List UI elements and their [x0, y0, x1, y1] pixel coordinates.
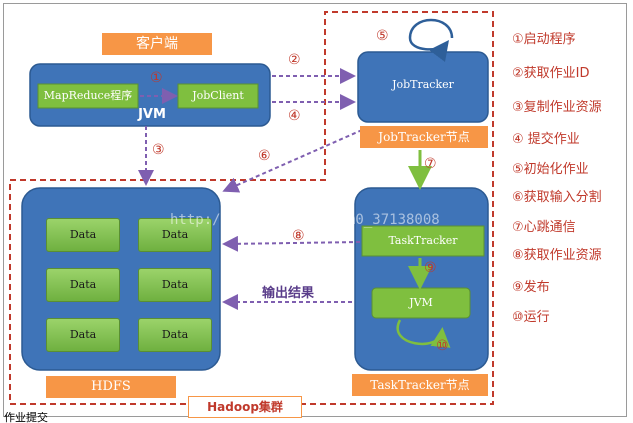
data-cell-1: Data: [46, 218, 120, 252]
legend-item-6: ⑥获取输入分割: [512, 190, 602, 205]
arrow-step6: [222, 129, 363, 193]
jobclient-label: JobClient: [192, 89, 244, 102]
marker-step7: ⑦: [424, 156, 437, 172]
data-cell-2: Data: [138, 218, 212, 252]
loop-step5: [408, 18, 454, 62]
tt-jvm-label: JVM: [409, 296, 433, 309]
marker-step8: ⑧: [292, 228, 305, 244]
output-label: 输出结果: [262, 286, 315, 301]
outer-frame: [3, 3, 627, 417]
data-cell-5: Data: [46, 318, 120, 352]
legend-item-4: ④ 提交作业: [512, 132, 580, 147]
marker-step1: ①: [150, 70, 163, 86]
jobclient-box: [177, 83, 259, 109]
watermark: http://blog.csdn.net/m0_37138008: [170, 212, 440, 228]
legend-item-9: ⑨发布: [512, 280, 550, 295]
client-title: 客户端: [102, 33, 212, 55]
footer-text: 作业提交: [4, 412, 48, 423]
arrow-step8: [222, 235, 361, 252]
marker-step2: ②: [288, 52, 301, 68]
tasktracker-node-label: TaskTracker节点: [352, 374, 488, 396]
mapreduce-program-box: [37, 83, 139, 109]
client-jvm-label: JVM: [138, 107, 166, 122]
data-cell-3: Data: [46, 268, 120, 302]
marker-step4: ④: [288, 108, 301, 124]
legend-item-10: ⑩运行: [512, 310, 550, 325]
loop-step10: [396, 319, 451, 348]
legend-item-3: ③复制作业资源: [512, 100, 602, 115]
mapreduce-program-label: MapReduce程序: [43, 89, 133, 102]
marker-step6: ⑥: [258, 148, 271, 164]
marker-step9: ⑨: [424, 260, 437, 276]
jobtracker-node-label: JobTracker节点: [360, 126, 488, 148]
legend-item-8: ⑧获取作业资源: [512, 248, 602, 263]
legend-item-1: ①启动程序: [512, 32, 576, 47]
tasktracker-inner-box: [361, 225, 485, 257]
legend-item-5: ⑤初始化作业: [512, 162, 589, 177]
marker-step10: ⑩: [436, 338, 449, 354]
hadoop-cluster-boundary: [9, 11, 494, 405]
legend-item-2: ②获取作业ID: [512, 66, 590, 81]
hdfs-label: HDFS: [46, 376, 176, 398]
hadoop-cluster-label: Hadoop集群: [188, 396, 302, 418]
jobtracker-box: [357, 51, 489, 123]
marker-step5: ⑤: [376, 28, 389, 44]
jobtracker-label: JobTracker: [392, 78, 454, 91]
legend-item-7: ⑦心跳通信: [512, 220, 576, 235]
data-cell-4: Data: [138, 268, 212, 302]
data-cell-6: Data: [138, 318, 212, 352]
marker-step3: ③: [152, 142, 165, 158]
tasktracker-label: TaskTracker: [388, 234, 458, 247]
